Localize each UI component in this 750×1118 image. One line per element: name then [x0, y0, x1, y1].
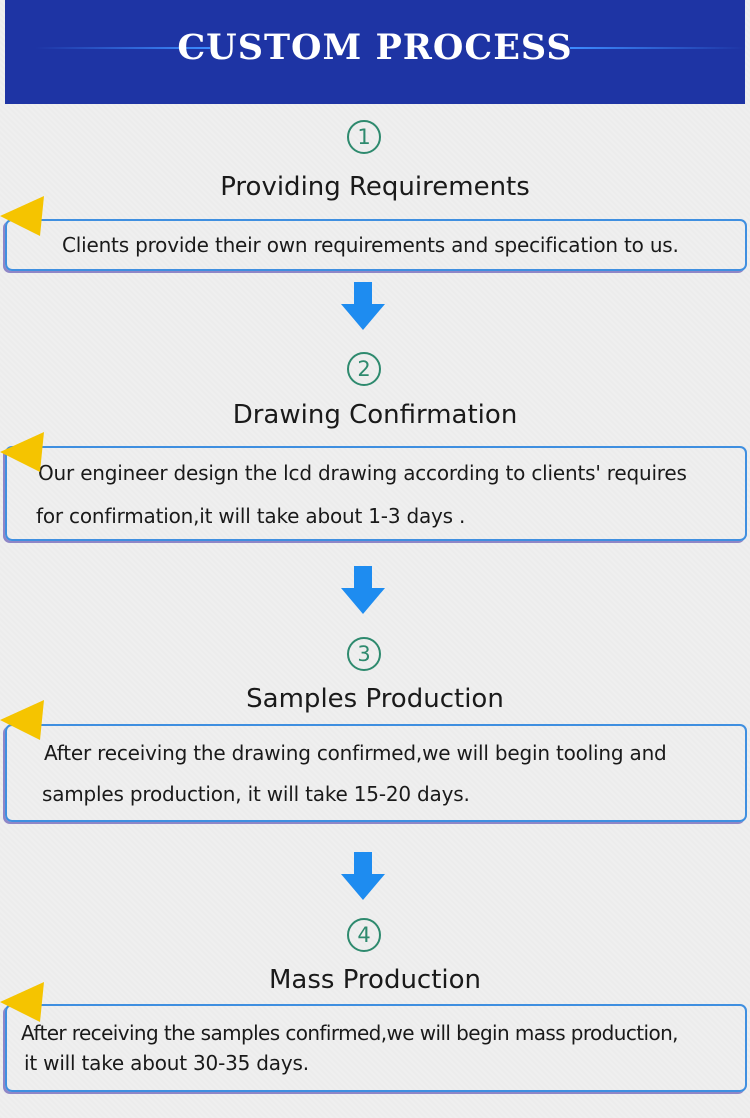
step-3-description-line-2: samples production, it will take 15-20 d…: [42, 782, 470, 806]
arrow-down-icon: [341, 566, 385, 614]
step-4-description-line-2: it will take about 30-35 days.: [24, 1051, 309, 1075]
arrow-down-icon: [341, 852, 385, 900]
step-4-title: Mass Production: [268, 965, 482, 995]
step-1-title: Providing Requirements: [220, 172, 530, 202]
step-2-description-box: [5, 446, 747, 541]
step-1-description-line-1: Clients provide their own requirements a…: [62, 233, 679, 257]
header-divider-right: [570, 47, 745, 49]
corner-triangle-icon: [0, 700, 44, 740]
step-2-description-line-1: Our engineer design the lcd drawing acco…: [38, 461, 687, 485]
step-2-title: Drawing Confirmation: [232, 400, 518, 430]
step-4-description-line-1: After receiving the samples confirmed,we…: [21, 1021, 679, 1045]
corner-triangle-icon: [0, 982, 44, 1022]
corner-triangle-icon: [0, 432, 44, 472]
header-banner: CUSTOM PROCESS: [5, 0, 745, 104]
step-3-description-box: [5, 724, 747, 822]
step-2-description-line-2: for confirmation,it will take about 1-3 …: [36, 504, 466, 528]
page-title: CUSTOM PROCESS: [177, 27, 573, 68]
step-3-title: Samples Production: [246, 684, 504, 714]
step-2-number: 2: [347, 352, 381, 386]
header-divider-left: [35, 47, 210, 49]
step-1-description-box: [5, 219, 747, 271]
arrow-down-icon: [341, 282, 385, 330]
step-4-description-box: [5, 1004, 747, 1092]
step-3-number: 3: [347, 637, 381, 671]
corner-triangle-icon: [0, 196, 44, 236]
step-3-description-line-1: After receiving the drawing confirmed,we…: [44, 741, 667, 765]
step-1-number: 1: [347, 120, 381, 154]
step-4-number: 4: [347, 918, 381, 952]
